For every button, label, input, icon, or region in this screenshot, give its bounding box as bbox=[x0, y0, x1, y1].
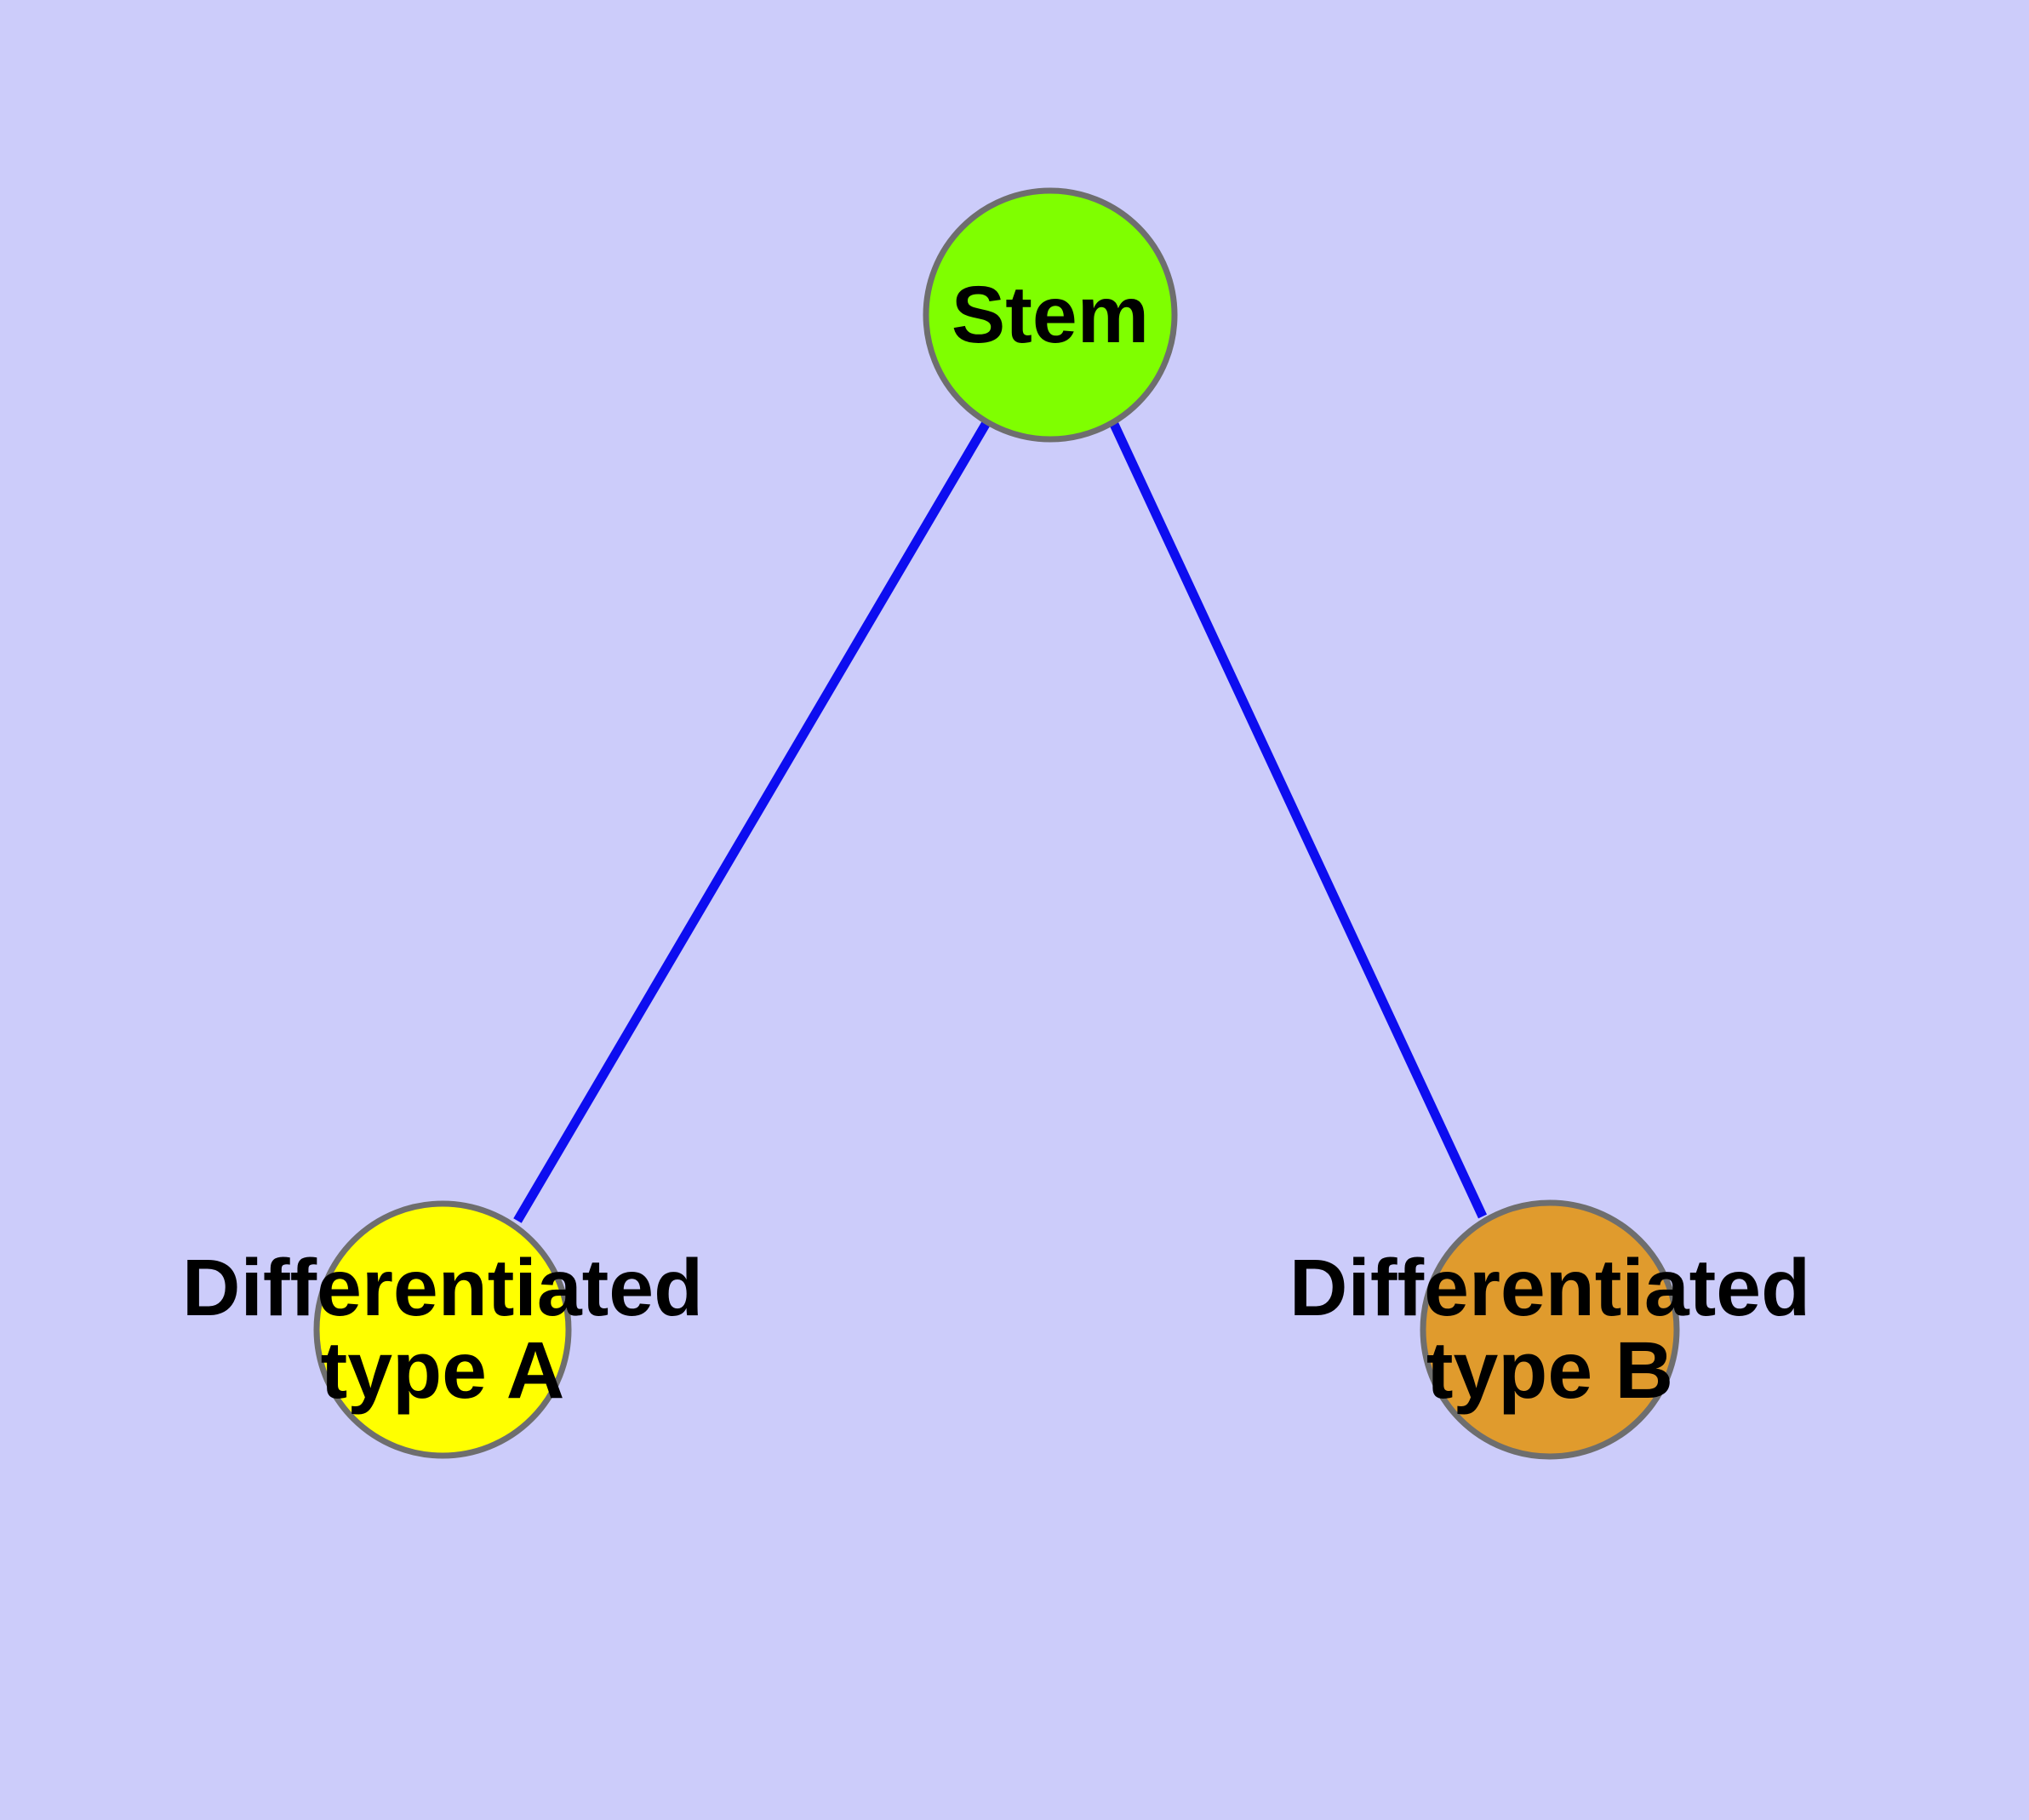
node-diff_b[interactable] bbox=[1420, 1199, 1680, 1460]
node-diff_a[interactable] bbox=[313, 1200, 572, 1459]
edge-stem-to-diff-a[interactable] bbox=[513, 419, 992, 1223]
edge-stem-to-diff-b[interactable] bbox=[1108, 418, 1487, 1219]
node-layer bbox=[313, 187, 1680, 1460]
edge-layer bbox=[513, 418, 1487, 1223]
node-stem[interactable] bbox=[923, 187, 1178, 443]
